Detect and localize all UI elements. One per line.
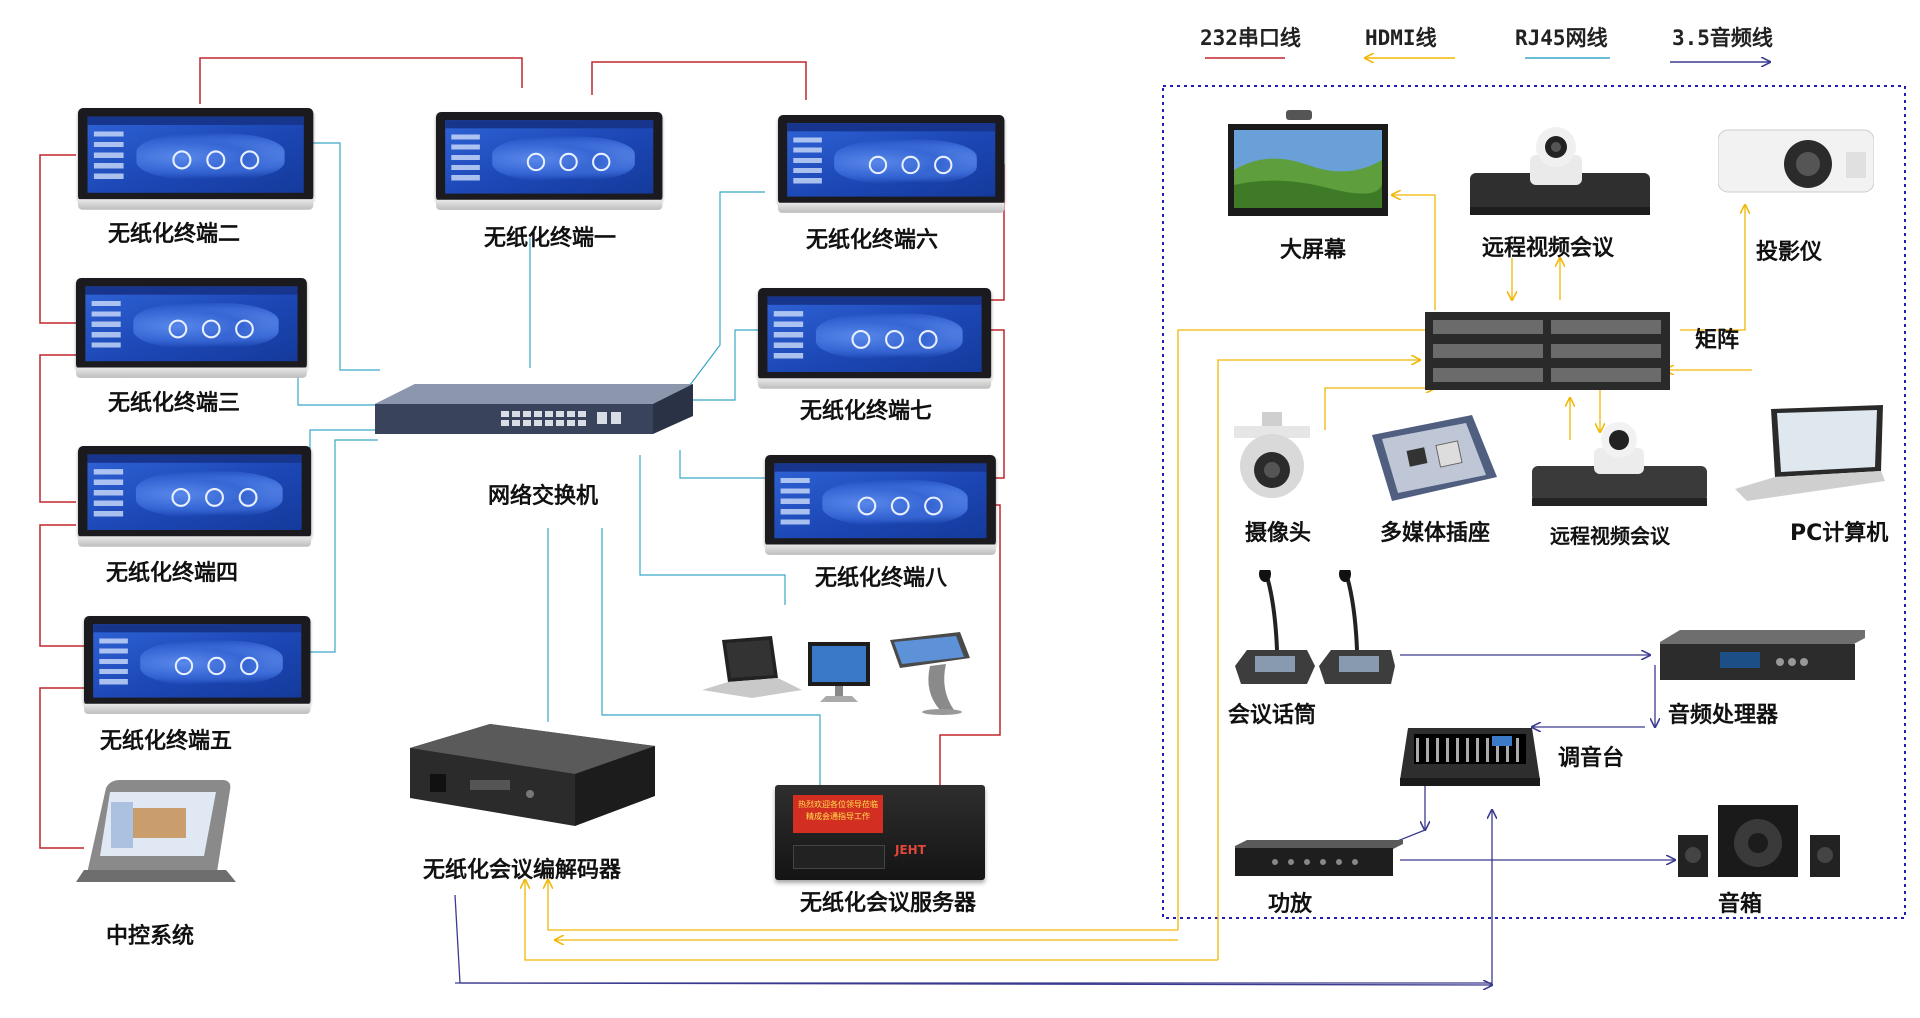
terminal-3-device bbox=[76, 278, 307, 382]
video-conference-bottom-label: 远程视频会议 bbox=[1550, 524, 1670, 548]
microphones-label: 会议话筒 bbox=[1228, 703, 1317, 728]
terminal-2-device bbox=[78, 108, 314, 214]
legend-rj45-label: RJ45网线 bbox=[1515, 26, 1608, 50]
legend-audio-label: 3.5音频线 bbox=[1672, 26, 1773, 50]
pc-device bbox=[1735, 405, 1885, 503]
terminal-7-label: 无纸化终端七 bbox=[800, 399, 933, 424]
control-system-label: 中控系统 bbox=[106, 924, 195, 949]
terminal-4-device bbox=[78, 446, 312, 551]
audio-processor-label: 音频处理器 bbox=[1668, 703, 1779, 728]
server-label: 无纸化会议服务器 bbox=[800, 891, 977, 916]
codec-device bbox=[410, 724, 655, 829]
big-screen-device bbox=[1228, 110, 1388, 220]
terminal-5-device bbox=[84, 616, 311, 718]
network-switch-device bbox=[375, 382, 693, 444]
terminal-1-label: 无纸化终端一 bbox=[484, 226, 617, 251]
audio-processor-device bbox=[1660, 630, 1865, 682]
matrix-device bbox=[1425, 312, 1670, 390]
amplifier-device bbox=[1235, 840, 1403, 878]
video-conference-top-label: 远程视频会议 bbox=[1482, 236, 1615, 261]
legend-hdmi-label: HDMI线 bbox=[1365, 26, 1437, 50]
camera-device bbox=[1228, 412, 1316, 500]
mixer-label: 调音台 bbox=[1558, 746, 1625, 771]
camera-label: 摄像头 bbox=[1245, 521, 1312, 546]
desktop-monitor-icon bbox=[808, 642, 870, 702]
projector-device bbox=[1717, 122, 1875, 200]
video-conference-top-device bbox=[1470, 125, 1650, 220]
switch-label: 网络交换机 bbox=[488, 484, 599, 509]
terminal-6-label: 无纸化终端六 bbox=[806, 228, 939, 253]
client-devices-group bbox=[702, 630, 972, 715]
microphones-device bbox=[1235, 566, 1395, 688]
mixer-device bbox=[1400, 728, 1540, 788]
server-display-line2: 精成会通指导工作 bbox=[806, 812, 870, 821]
terminal-3-label: 无纸化终端三 bbox=[108, 391, 241, 416]
amplifier-label: 功放 bbox=[1268, 892, 1313, 917]
codec-label: 无纸化会议编解码器 bbox=[423, 858, 622, 883]
control-system-device bbox=[76, 778, 236, 883]
projector-label: 投影仪 bbox=[1756, 240, 1823, 265]
terminal-7-device bbox=[758, 288, 992, 393]
laptop-icon bbox=[702, 636, 802, 698]
multimedia-socket-label: 多媒体插座 bbox=[1380, 521, 1491, 546]
speakers-label: 音箱 bbox=[1718, 892, 1763, 917]
server-brand: JEHT bbox=[895, 843, 926, 857]
server-display: 热烈欢迎各位领导莅临 精成会通指导工作 bbox=[793, 795, 883, 833]
terminal-8-device bbox=[765, 455, 996, 559]
terminal-1-device bbox=[436, 112, 663, 214]
multimedia-socket-device bbox=[1362, 415, 1497, 505]
speakers-device bbox=[1678, 805, 1848, 880]
big-screen-label: 大屏幕 bbox=[1280, 238, 1347, 263]
terminal-6-device bbox=[778, 115, 1005, 217]
terminal-4-label: 无纸化终端四 bbox=[106, 561, 239, 586]
av-room-boundary bbox=[1162, 85, 1906, 919]
audio-lines bbox=[454, 655, 1675, 985]
server-display-line1: 热烈欢迎各位领导莅临 bbox=[798, 800, 878, 809]
video-conference-bottom-device bbox=[1532, 420, 1707, 508]
hdmi-lines bbox=[525, 195, 1752, 961]
kiosk-icon bbox=[890, 632, 970, 715]
matrix-label: 矩阵 bbox=[1695, 328, 1740, 353]
pc-label: PC计算机 bbox=[1790, 521, 1889, 546]
terminal-2-label: 无纸化终端二 bbox=[108, 222, 241, 247]
legend-serial-label: 232串口线 bbox=[1200, 26, 1301, 50]
server-device: 热烈欢迎各位领导莅临 精成会通指导工作 JEHT bbox=[775, 785, 985, 880]
terminal-8-label: 无纸化终端八 bbox=[815, 566, 948, 591]
terminal-5-label: 无纸化终端五 bbox=[100, 729, 233, 754]
